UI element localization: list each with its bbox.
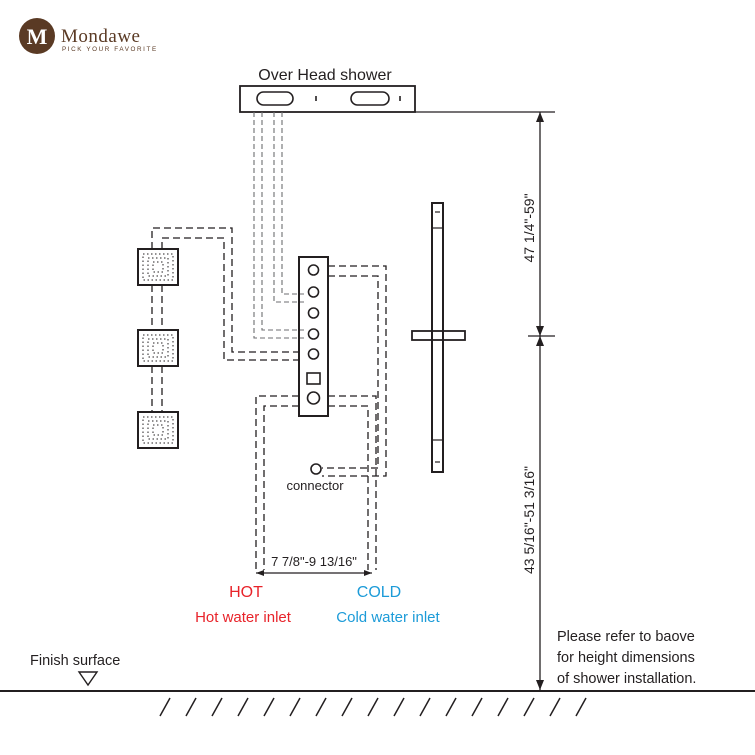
- cold-label: COLD: [357, 584, 401, 601]
- level-marker-icon: [77, 671, 99, 687]
- logo-letter: M: [27, 24, 48, 49]
- hatch-mark: [523, 697, 535, 717]
- hatch-mark: [471, 697, 483, 717]
- hot-inlet-label: Hot water inlet: [195, 609, 292, 626]
- hot-label: HOT: [229, 584, 263, 601]
- hatch-mark: [341, 697, 353, 717]
- overhead-nozzle-left: [256, 91, 294, 106]
- height-dimension: 47 1/4"-59" 43 5/16"-51 3/16": [415, 111, 555, 690]
- hatch-mark: [263, 697, 275, 717]
- slide-bar: [411, 202, 466, 473]
- logo-circle-icon: [19, 18, 55, 54]
- hatch-mark: [419, 697, 431, 717]
- connector-label: connector: [286, 478, 344, 493]
- valve-knob-icon: [307, 264, 320, 360]
- note-line-2: for height dimensions: [557, 650, 695, 666]
- hatch-mark: [445, 697, 457, 717]
- lower-height-label: 43 5/16"-51 3/16": [521, 466, 537, 574]
- cold-inlet: COLD Cold water inlet: [336, 584, 440, 626]
- brand-logo: M Mondawe PICK YOUR FAVORITE: [19, 18, 158, 54]
- hatch-mark: [575, 697, 587, 717]
- diverter-square-icon: [306, 372, 321, 385]
- finish-surface-label: Finish surface: [30, 653, 120, 669]
- overhead-shower: Over Head shower: [239, 67, 416, 113]
- connector-icon: [310, 463, 322, 475]
- hot-inlet: HOT Hot water inlet: [195, 584, 292, 626]
- body-jet-icon: [137, 248, 179, 286]
- control-valve-panel: [298, 256, 329, 417]
- overhead-shower-plate: [239, 85, 416, 113]
- overhead-nozzle-right: [350, 91, 390, 106]
- upper-height-label: 47 1/4"-59": [521, 193, 537, 262]
- slide-bar-holder: [411, 330, 466, 341]
- thermostat-knob-icon: [306, 391, 321, 405]
- hatch-mark: [367, 697, 379, 717]
- installation-note: Please refer to baove for height dimensi…: [557, 629, 696, 687]
- body-jet-icon: [137, 411, 179, 449]
- note-line-3: of shower installation.: [557, 671, 696, 687]
- overhead-feed-pipes: [253, 112, 304, 339]
- hatch-mark: [159, 697, 171, 717]
- floor-hatching: [159, 697, 587, 717]
- hand-shower-pipes: [322, 265, 387, 477]
- hatch-mark: [211, 697, 223, 717]
- hatch-mark: [289, 697, 301, 717]
- supply-pipes: [255, 395, 377, 570]
- hatch-mark: [237, 697, 249, 717]
- note-line-1: Please refer to baove: [557, 629, 695, 645]
- hatch-mark: [315, 697, 327, 717]
- hatch-mark: [497, 697, 509, 717]
- width-dimension: 7 7/8"-9 13/16": [256, 554, 372, 576]
- hatch-mark: [393, 697, 405, 717]
- brand-name: Mondawe: [61, 26, 140, 47]
- body-jet-pipes: [151, 227, 304, 412]
- brand-tagline: PICK YOUR FAVORITE: [62, 46, 158, 53]
- cold-inlet-label: Cold water inlet: [336, 609, 440, 626]
- width-dimension-label: 7 7/8"-9 13/16": [271, 554, 357, 569]
- finish-surface: Finish surface: [0, 653, 755, 717]
- hatch-mark: [185, 697, 197, 717]
- connector: connector: [286, 463, 344, 493]
- overhead-shower-label: Over Head shower: [258, 67, 392, 84]
- hatch-mark: [549, 697, 561, 717]
- body-jets: [137, 248, 179, 449]
- body-jet-icon: [137, 329, 179, 367]
